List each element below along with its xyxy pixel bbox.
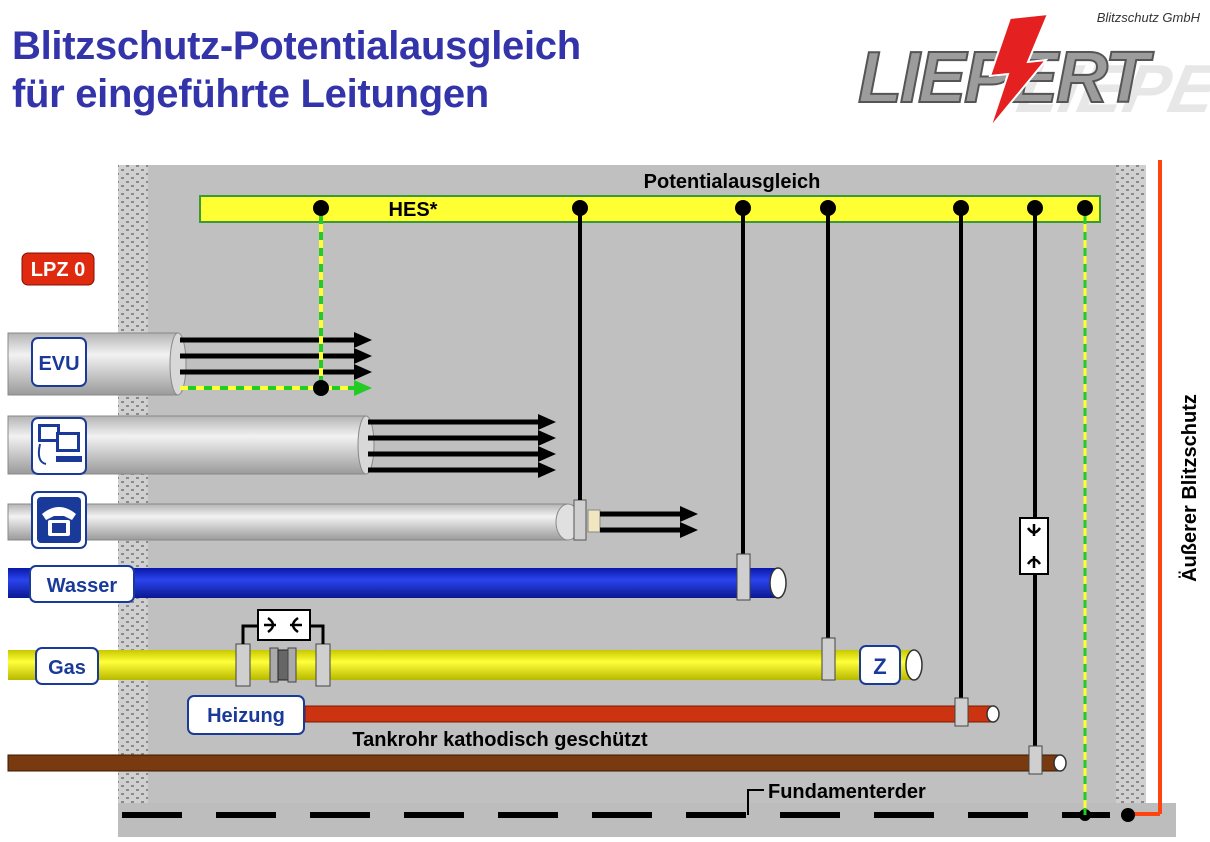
equipotential-bar (199, 195, 1101, 223)
title-line-1: Blitzschutz-Potentialausgleich (12, 24, 581, 68)
tank-spark-gap-icon (1019, 517, 1049, 575)
logo-subtitle: Blitzschutz GmbH (1097, 10, 1201, 25)
gas-label-box (35, 647, 99, 685)
bar-node-telephone (572, 200, 588, 216)
telephone-shield-clamp (573, 499, 587, 541)
telephone-cable (7, 503, 569, 541)
water-label-box (29, 565, 135, 603)
tank-pipe (7, 754, 1061, 772)
meter-label: Z (873, 654, 886, 679)
bar-node-tank (1027, 200, 1043, 216)
bar-label: HES* (389, 199, 438, 221)
gas-pipe-clamp (821, 637, 836, 681)
bar-node-heating (953, 200, 969, 216)
power-conductors (180, 337, 356, 375)
liepert-logo: LIEPERT LIEPERT Blitzschutz GmbH (857, 10, 1210, 129)
water-label: Wasser (47, 575, 118, 597)
lightning-bolt-icon (988, 12, 1050, 129)
bar-heading: Potentialausgleich (644, 171, 821, 193)
foundation-slab (118, 803, 1176, 837)
meter-box (859, 645, 901, 685)
earth-label-leader (747, 789, 764, 815)
power-cable-end (169, 332, 187, 396)
title-line-2: für eingeführte Leitungen (12, 72, 489, 116)
it-arrowheads (538, 414, 556, 478)
it-cable-end (357, 415, 375, 475)
gas-pipe (8, 650, 914, 680)
zone-badge (21, 252, 95, 286)
tank-label: Tankrohr kathodisch geschützt (352, 729, 648, 751)
tank-pipe-end (1053, 754, 1067, 772)
bar-node-water (735, 200, 751, 216)
telephone-arrowheads (680, 506, 698, 538)
bar-node-evu (313, 200, 329, 216)
gas-label: Gas (48, 657, 86, 679)
building-interior (148, 165, 1116, 803)
left-wall (118, 165, 148, 803)
water-pipe (8, 568, 778, 598)
computer-icon (31, 417, 87, 475)
it-conductors (368, 419, 540, 473)
right-wall (1116, 165, 1146, 803)
earth-outer-dot (1121, 808, 1135, 822)
evu-label: EVU (38, 353, 79, 375)
zone-badge-label: LPZ 0 (31, 259, 85, 281)
heating-label: Heizung (207, 705, 285, 727)
heating-pipe-clamp (954, 697, 969, 727)
tank-pipe-clamp (1028, 745, 1043, 775)
heating-label-box (187, 695, 305, 735)
bar-node-gas (820, 200, 836, 216)
power-arrowheads (354, 332, 372, 380)
water-pipe-clamp (736, 553, 751, 601)
evu-label-box (31, 337, 87, 387)
bar-node-earth (1077, 200, 1093, 216)
spark-gap-icon (257, 609, 311, 641)
telephone-conductors (600, 511, 682, 533)
heating-pipe (304, 705, 994, 723)
heating-pipe-end (986, 705, 1000, 723)
insulating-joint (235, 624, 331, 687)
gas-pipe-end (905, 649, 923, 681)
page-title: Blitzschutz-Potentialausgleich für einge… (12, 22, 581, 118)
earth-label: Fundamenterder (768, 781, 926, 803)
evu-pe-node (313, 380, 329, 396)
pe-arrowhead (354, 380, 372, 396)
outer-protection-label: Äußerer Blitzschutz (1178, 394, 1201, 582)
telephone-icon (31, 491, 87, 549)
water-pipe-end (769, 567, 787, 599)
